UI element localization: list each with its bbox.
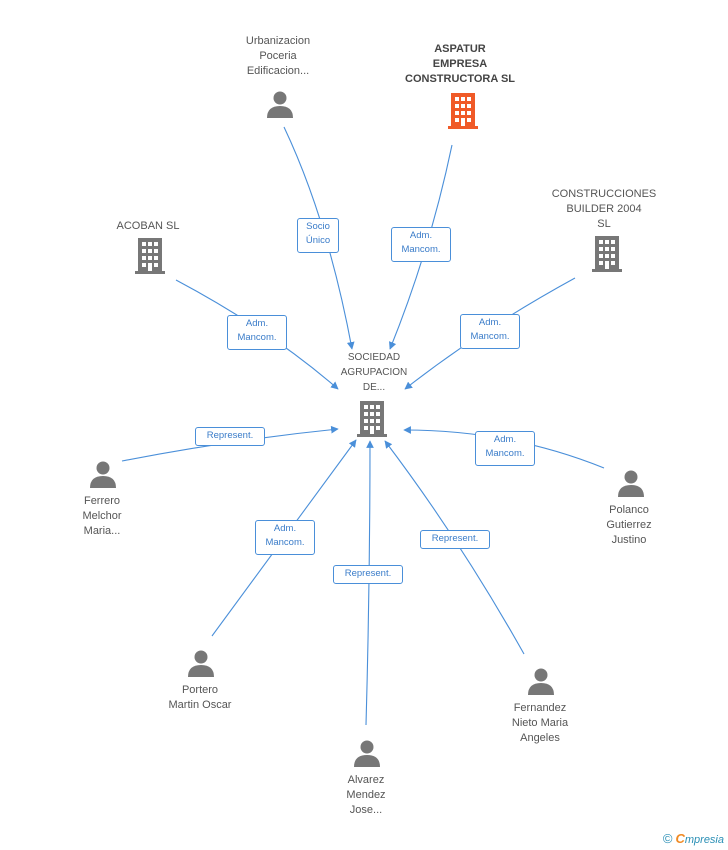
edge-label-portero: Adm. Mancom. bbox=[255, 520, 315, 555]
node-label-portero[interactable]: Portero Martin Oscar bbox=[168, 684, 232, 711]
node-label-ferrero[interactable]: Ferrero Melchor Maria... bbox=[82, 495, 122, 537]
person-icon[interactable] bbox=[617, 469, 645, 497]
node-label-polanco[interactable]: Polanco Gutierrez Justino bbox=[606, 504, 652, 546]
node-label-alvarez[interactable]: Alvarez Mendez Jose... bbox=[346, 774, 386, 816]
edge-label-fernandez: Represent. bbox=[420, 530, 490, 549]
building-icon[interactable] bbox=[135, 238, 165, 274]
person-icon[interactable] bbox=[89, 460, 117, 488]
edge-label-aspatur: Adm. Mancom. bbox=[391, 227, 451, 262]
edge-label-urbanizacion: Socio Único bbox=[297, 218, 339, 253]
edge-label-alvarez: Represent. bbox=[333, 565, 403, 584]
copyright-symbol: © bbox=[662, 831, 673, 846]
person-icon[interactable] bbox=[353, 739, 381, 767]
brand-name: mpresia bbox=[684, 834, 724, 846]
building-icon[interactable] bbox=[357, 401, 387, 437]
person-icon[interactable] bbox=[266, 90, 294, 118]
building-icon[interactable] bbox=[592, 236, 622, 272]
building-icon[interactable] bbox=[447, 93, 479, 129]
edge-label-acoban: Adm. Mancom. bbox=[227, 315, 287, 350]
empresia-watermark: ©Cmpresia bbox=[663, 831, 724, 846]
center-company-label: SOCIEDAD AGRUPACION DE... bbox=[340, 352, 408, 393]
edge-label-construcciones: Adm. Mancom. bbox=[460, 314, 520, 349]
edge-label-polanco: Adm. Mancom. bbox=[475, 431, 535, 466]
node-label-construcciones[interactable]: CONSTRUCCIONES BUILDER 2004 SL bbox=[551, 188, 657, 230]
brand-initial: C bbox=[675, 831, 685, 846]
person-icon[interactable] bbox=[187, 649, 215, 677]
node-label-fernandez[interactable]: Fernandez Nieto Maria Angeles bbox=[511, 702, 569, 744]
node-label-urbanizacion[interactable]: Urbanizacion Poceria Edificacion... bbox=[245, 35, 311, 77]
edge-label-ferrero: Represent. bbox=[195, 427, 265, 446]
node-label-aspatur[interactable]: ASPATUR EMPRESA CONSTRUCTORA SL bbox=[405, 43, 515, 85]
person-icon[interactable] bbox=[527, 667, 555, 695]
node-label-acoban[interactable]: ACOBAN SL bbox=[116, 220, 180, 232]
